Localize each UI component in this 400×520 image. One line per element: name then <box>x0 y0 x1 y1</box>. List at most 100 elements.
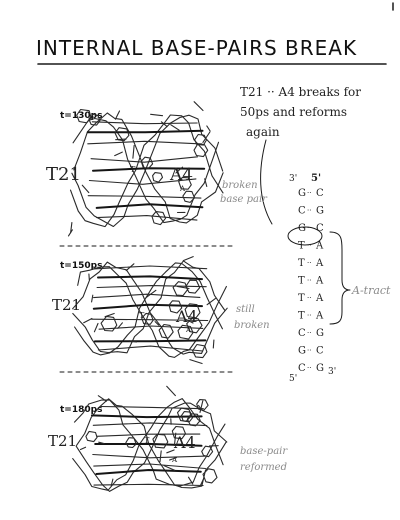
note-arrow <box>260 139 273 225</box>
sequence-pair-dots: ·· <box>307 294 311 302</box>
dna-ring <box>182 190 196 203</box>
dna-base-pair-rung <box>93 483 204 487</box>
dna-base-pair-rung <box>98 325 204 330</box>
dna-backbone-strand <box>71 114 224 228</box>
dna-atom-stub <box>154 321 160 326</box>
page-title: INTERNAL BASE-PAIRS BREAK <box>36 36 357 60</box>
dna-ring <box>158 323 174 339</box>
sequence-left-base: C <box>298 363 306 374</box>
dna-base-pair-rung <box>93 339 207 343</box>
dna-ring <box>178 176 192 190</box>
dna-atom-stub <box>175 166 184 174</box>
panel-3-annotation-2: reformed <box>240 462 287 473</box>
sequence-right-base: G <box>316 206 324 217</box>
dna-atom-stub <box>98 441 105 445</box>
dna-atom-stub <box>212 339 215 349</box>
dna-base-pair-rung <box>96 433 201 437</box>
dna-atom-stub <box>79 446 87 451</box>
dna-ring <box>152 172 164 183</box>
dna-ring <box>168 300 183 314</box>
dna-ring <box>151 211 167 226</box>
dna-atom-stub <box>83 317 93 324</box>
dna-atom-stub <box>166 385 176 397</box>
sequence-pair-dots: ·· <box>307 312 311 320</box>
sequence-left-base: T <box>298 311 305 322</box>
panel-1-time: t=130ps <box>60 111 102 121</box>
dna-base-pair-rung <box>93 293 201 299</box>
sequence-left-base: T <box>298 241 305 252</box>
panel-1-dna-structure <box>67 101 224 237</box>
dna-ring <box>88 113 101 126</box>
sequence-right-base: A <box>315 293 324 304</box>
sequence-column: 3' 5' 5' 3' G··CC··GG··CT··AT··AT··AT··A… <box>287 173 391 384</box>
highlight-ta-circle <box>287 226 323 246</box>
panel-1-annotation-2: base pair <box>220 194 268 205</box>
dna-base-pair-rung <box>92 265 208 270</box>
sequence-bottom-right-end: 3' <box>328 367 336 377</box>
note-line-2: 50ps and reforms <box>240 105 347 119</box>
panel-3-a-small: A <box>171 456 178 464</box>
dna-atom-stub <box>200 477 205 486</box>
note-line-1: T21 ·· A4 breaks for <box>240 85 361 99</box>
sequence-pair-dots: ·· <box>307 259 311 267</box>
sequence-right-base: C <box>316 188 324 199</box>
dna-atom-stub <box>189 359 203 365</box>
dna-ring <box>114 127 130 142</box>
sequence-left-base: G <box>298 223 306 234</box>
dna-base-pair-rung <box>88 178 197 185</box>
dna-atom-stub <box>93 322 99 333</box>
dna-ring <box>125 437 137 449</box>
dna-base-pair-rung <box>100 405 204 410</box>
sequence-pair-dots: ·· <box>307 364 311 372</box>
dna-backbone-strand <box>72 117 220 224</box>
sequence-pair-dots: ·· <box>307 242 311 250</box>
sequence-top-left-end: 3' <box>289 174 297 184</box>
dna-ring <box>177 324 194 340</box>
sequence-left-base: C <box>298 206 306 217</box>
panel-2-dna-structure <box>72 256 228 365</box>
dna-atom-stub <box>115 138 127 141</box>
dna-base-pair-rung <box>97 275 203 281</box>
dna-base-pair-rung <box>96 285 207 289</box>
sequence-pair-dots: ·· <box>307 224 311 232</box>
dna-atom-stub <box>182 256 194 262</box>
panel-2-annotation-1: still <box>236 304 255 315</box>
panel-3-dna-structure <box>72 385 228 492</box>
sequence-bottom-left-end: 5' <box>289 374 297 384</box>
dna-base-pair-rung <box>92 453 208 459</box>
dna-atom-stub <box>159 450 162 463</box>
dna-base-pair-rung <box>96 215 198 221</box>
sequence-left-base: G <box>298 346 306 357</box>
dna-backbone-strand <box>72 261 228 355</box>
dna-backbone-strand <box>69 114 224 228</box>
sequence-pair-dots: ·· <box>307 329 311 337</box>
dna-ring <box>196 399 209 411</box>
dna-backbone-strand <box>77 266 227 358</box>
dna-ring <box>85 430 98 443</box>
dna-backbone-strand <box>74 262 223 356</box>
dna-atom-stub <box>185 318 194 324</box>
dna-base-pair-rung <box>97 345 204 352</box>
dna-ring <box>152 433 169 449</box>
dna-atom-stub <box>117 322 123 329</box>
dna-atom-stub <box>199 400 204 413</box>
dna-atom-stub <box>187 476 194 485</box>
dna-base-pair-rung <box>87 195 202 199</box>
sequence-left-base: G <box>298 188 306 199</box>
dna-atom-stub <box>204 178 208 188</box>
sequence-right-base: G <box>316 328 324 339</box>
dna-ring <box>100 315 118 332</box>
dna-atom-stub <box>145 289 157 299</box>
dna-ring <box>201 445 214 458</box>
dna-base-pair-rung <box>92 422 208 427</box>
dna-atom-stub <box>114 110 121 120</box>
sequence-right-base: A <box>315 241 324 252</box>
panel-1-annotation-1: broken <box>222 180 258 191</box>
sequence-right-base: G <box>316 363 324 374</box>
panel-2: t=150ps T21 A4 T A still broken <box>52 256 270 365</box>
dna-ring <box>186 317 203 334</box>
dna-ring <box>193 143 209 158</box>
dna-base-pair-rung <box>94 442 203 447</box>
panel-3: t=180ps T21 A4 T A base-pair reformed <box>48 385 288 492</box>
dna-ring <box>194 133 208 146</box>
